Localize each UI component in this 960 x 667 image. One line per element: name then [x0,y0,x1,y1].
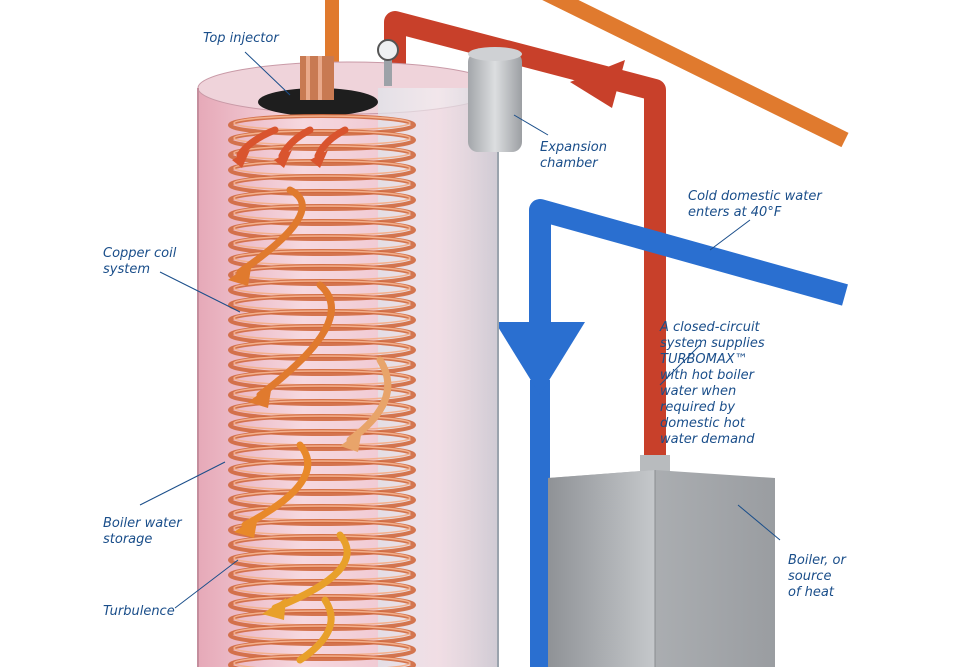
pressure-gauge-icon [377,39,399,86]
leader-lines [139,51,781,609]
label-boiler-water-storage: Boiler water storage [103,516,182,547]
label-expansion-chamber: Expansion chamber [540,140,607,171]
turbulence-arrows [236,126,392,664]
expansion-chamber [468,47,522,152]
turbulence-arrowheads [228,150,362,620]
top-injector [258,56,378,116]
label-cold-water: Cold domestic water enters at 40°F [688,189,822,220]
coil-ring-highlight [233,655,411,667]
label-turbulence: Turbulence [103,604,175,619]
label-boiler: Boiler, or source of heat [788,553,846,600]
hot-flow-arrow [570,60,625,108]
boiler [548,455,775,667]
label-top-injector: Top injector [203,31,279,46]
cold-flow-arrow [495,322,585,395]
label-copper-coil: Copper coil system [103,246,177,277]
cold-water-pipe [529,199,848,340]
label-closed-circuit: A closed-circuit system supplies TURBOMA… [660,320,765,447]
